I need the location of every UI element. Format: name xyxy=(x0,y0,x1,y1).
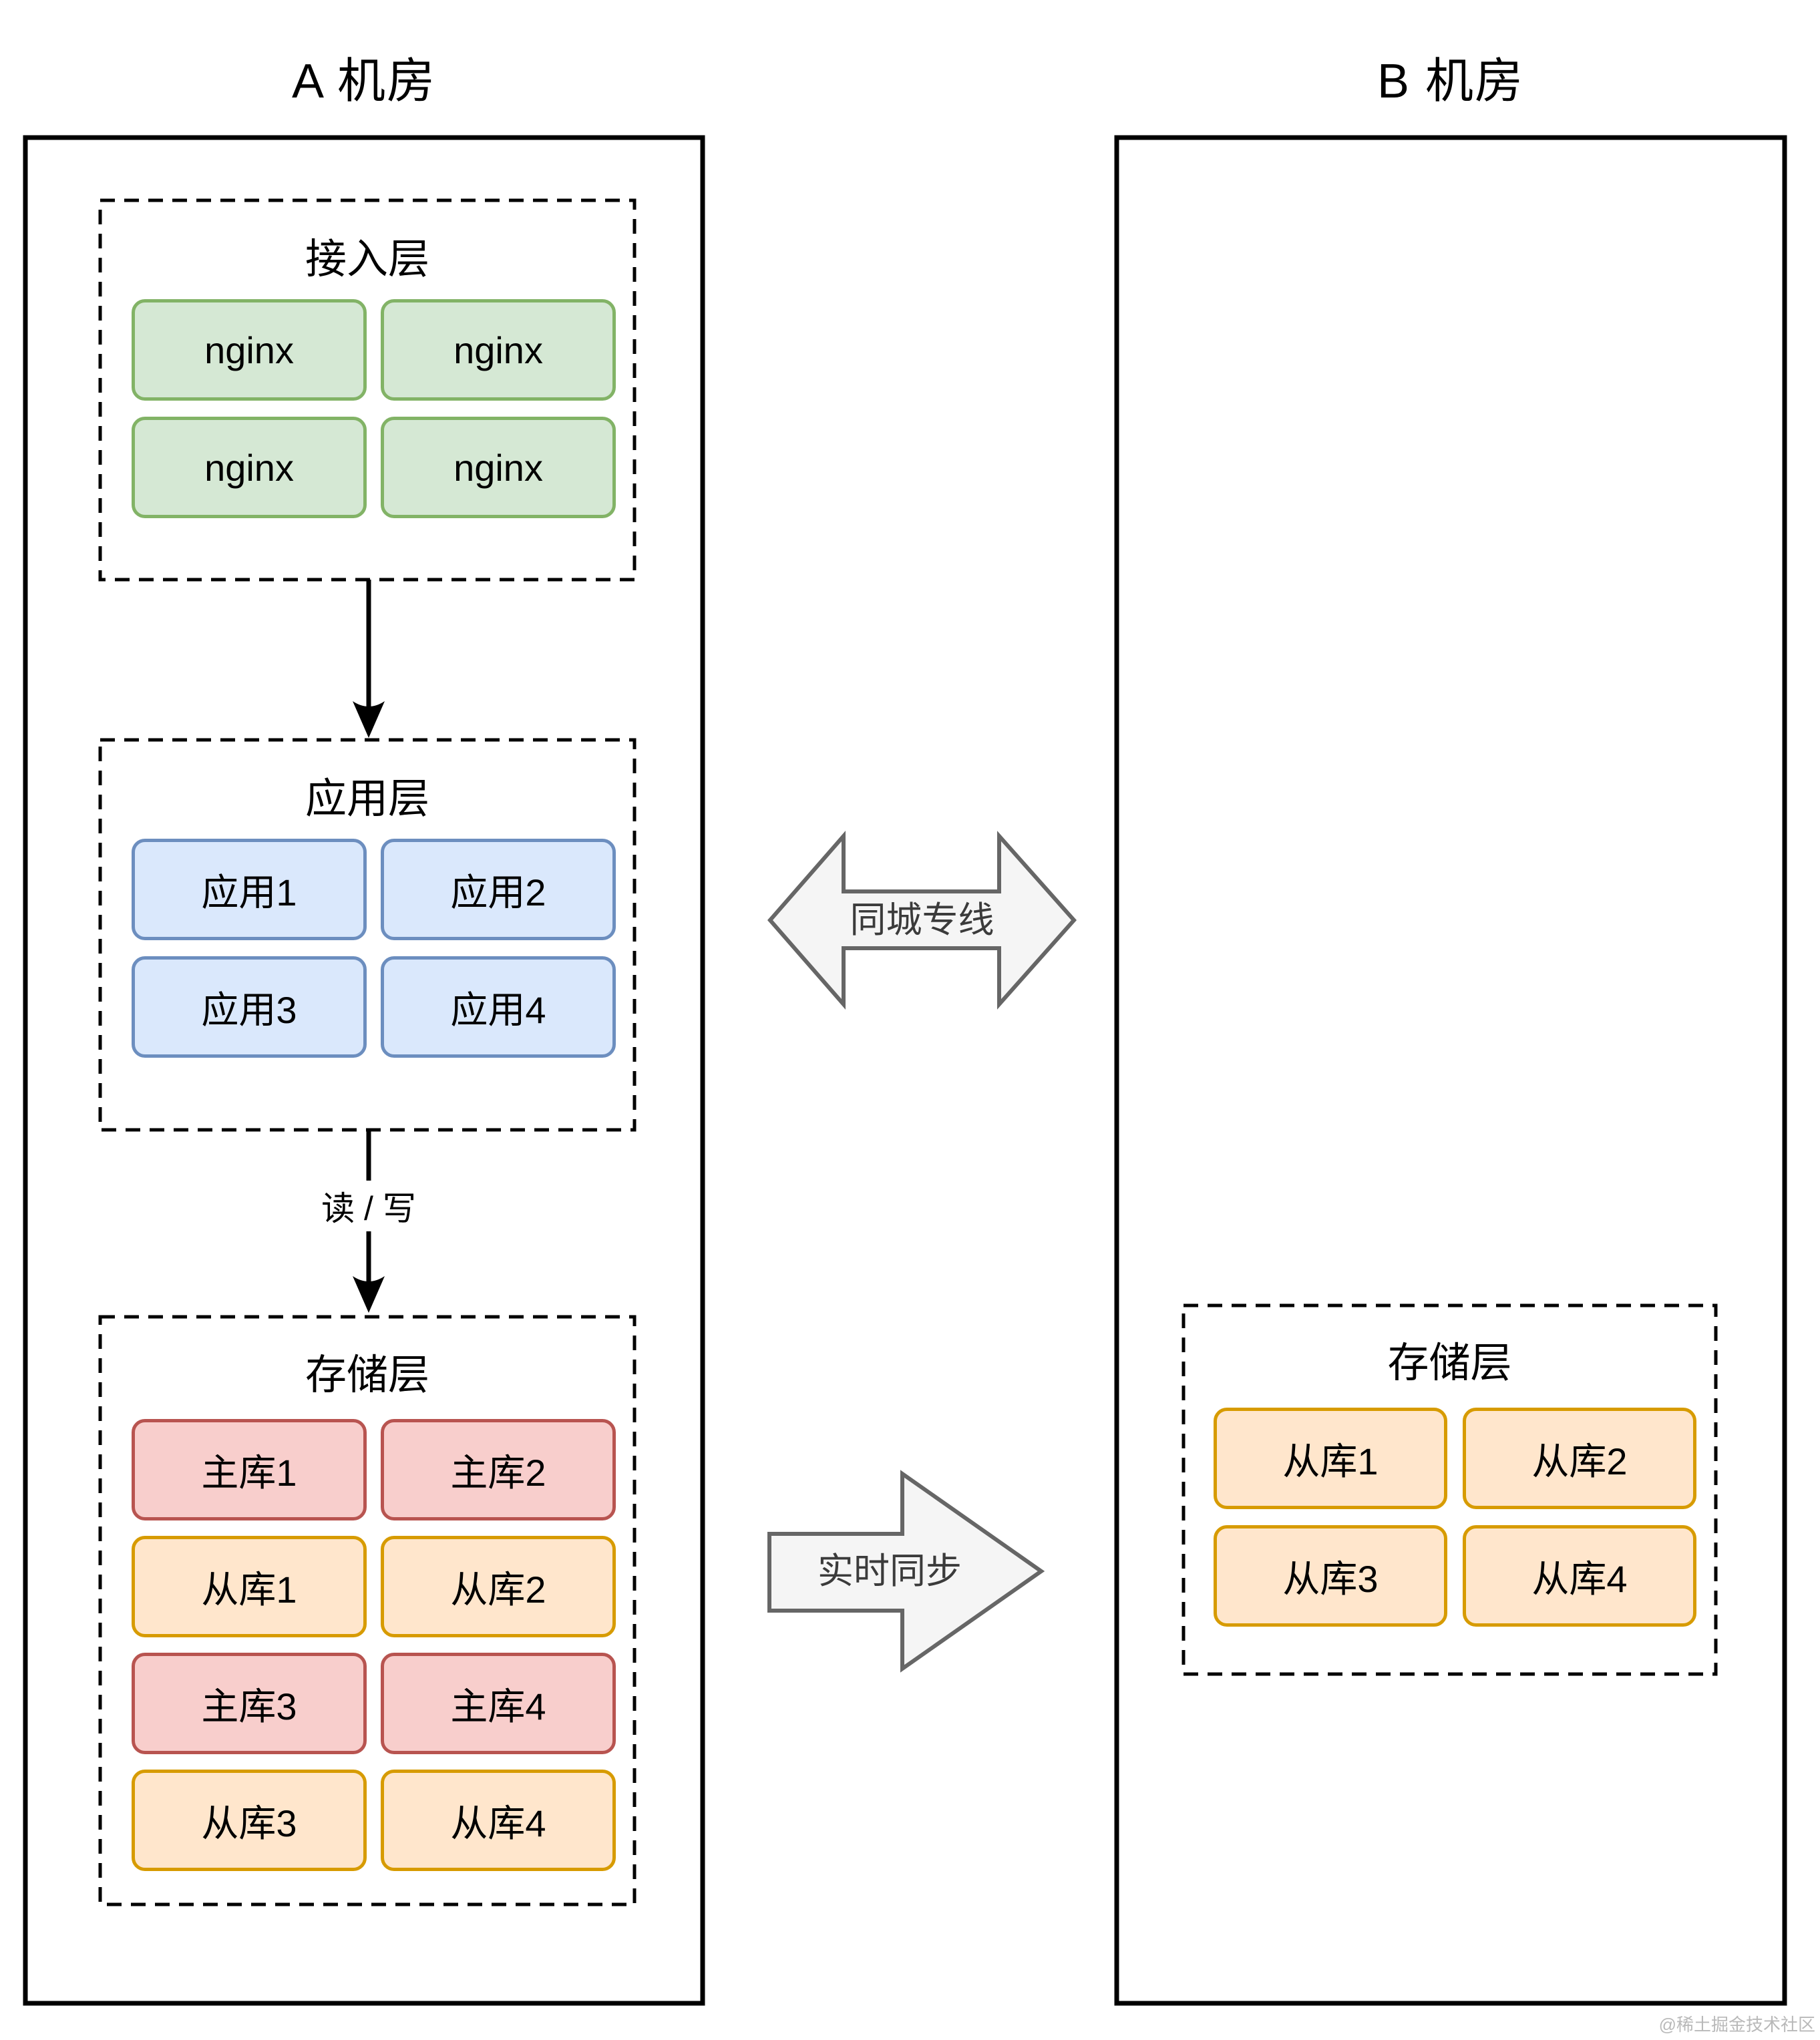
storage-layer-b-dashed-box xyxy=(1181,1303,1718,1676)
node-master-db-2: 主库2 xyxy=(381,1419,616,1520)
intercity-link-label: 同城专线 xyxy=(850,900,994,940)
node-nginx-4: nginx xyxy=(381,417,616,518)
storage-layer-a-title: 存储层 xyxy=(305,1352,429,1398)
read-write-label-wrap: 读 / 写 xyxy=(235,1181,502,1231)
node-master-db-1: 主库1 xyxy=(132,1419,367,1520)
access-layer-title: 接入层 xyxy=(305,236,429,282)
node-b-slave-db-2: 从库2 xyxy=(1463,1408,1696,1509)
node-app-4: 应用4 xyxy=(381,956,616,1058)
node-b-slave-db-1: 从库1 xyxy=(1214,1408,1447,1509)
realtime-sync-label: 实时同步 xyxy=(817,1551,962,1591)
node-slave-db-2: 从库2 xyxy=(381,1536,616,1637)
realtime-sync-arrow xyxy=(767,1470,1045,1673)
intercity-double-arrow xyxy=(767,831,1077,1010)
node-nginx-1: nginx xyxy=(132,299,367,401)
node-master-db-4: 主库4 xyxy=(381,1653,616,1754)
node-slave-db-4: 从库4 xyxy=(381,1770,616,1871)
room-b-box xyxy=(1114,135,1787,2006)
node-nginx-2: nginx xyxy=(381,299,616,401)
node-b-slave-db-4: 从库4 xyxy=(1463,1525,1696,1627)
room-b-title: B 机房 xyxy=(1377,55,1525,108)
node-master-db-3: 主库3 xyxy=(132,1653,367,1754)
access-to-app-arrowhead xyxy=(353,701,385,738)
app-to-storage-arrowhead xyxy=(353,1276,385,1313)
read-write-label: 读 / 写 xyxy=(308,1181,429,1231)
app-layer-title: 应用层 xyxy=(305,776,429,822)
room-a-title: A 机房 xyxy=(291,55,437,108)
node-app-1: 应用1 xyxy=(132,839,367,940)
storage-layer-a-dashed-box xyxy=(98,1315,636,1906)
node-app-2: 应用2 xyxy=(381,839,616,940)
watermark: @稀土掘金技术社区 xyxy=(1658,2015,1815,2035)
node-slave-db-3: 从库3 xyxy=(132,1770,367,1871)
room-a-box xyxy=(23,135,705,2006)
node-nginx-3: nginx xyxy=(132,417,367,518)
node-app-3: 应用3 xyxy=(132,956,367,1058)
node-slave-db-1: 从库1 xyxy=(132,1536,367,1637)
storage-layer-b-title: 存储层 xyxy=(1387,1340,1512,1386)
node-b-slave-db-3: 从库3 xyxy=(1214,1525,1447,1627)
